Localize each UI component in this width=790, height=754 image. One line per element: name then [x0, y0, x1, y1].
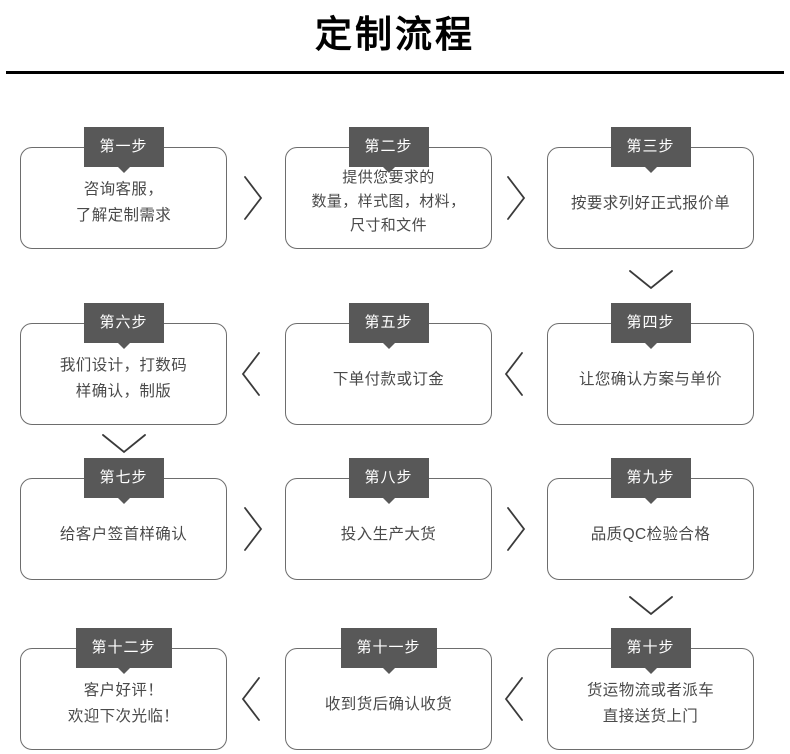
step-text-line: 样确认，制版 — [75, 383, 172, 400]
step-text-line: 了解定制需求 — [75, 207, 172, 224]
step-badge-5: 第五步 — [348, 303, 429, 349]
chevron-left-icon — [235, 347, 269, 401]
step-text-line: 我们设计，打数码 — [59, 357, 188, 374]
chevron-right-icon — [498, 502, 532, 556]
step-text-5: 下单付款或订金 — [286, 324, 491, 424]
step-text-line: 咨询客服， — [83, 181, 164, 198]
step-text-3: 按要求列好正式报价单 — [548, 148, 753, 248]
step-text-2: 提供您要求的 数量，样式图，材料， 尺寸和文件 — [286, 148, 491, 248]
chevron-down-icon — [624, 588, 678, 622]
title-divider — [6, 71, 784, 74]
flow-step-9[interactable]: 第九步 品质QC检验合格 — [547, 458, 754, 580]
step-text-10: 货运物流或者派车 直接送货上门 — [548, 649, 753, 749]
step-text-4: 让您确认方案与单价 — [548, 324, 753, 424]
chevron-left-icon — [235, 672, 269, 726]
step-text-6: 我们设计，打数码 样确认，制版 — [21, 324, 226, 424]
chevron-right-icon — [498, 171, 532, 225]
chevron-down-icon — [97, 426, 151, 460]
flow-step-7[interactable]: 第七步 给客户签首样确认 — [20, 458, 227, 580]
step-text-8: 投入生产大货 — [286, 479, 491, 579]
step-text-1: 咨询客服， 了解定制需求 — [21, 148, 226, 248]
step-badge-10: 第十步 — [610, 628, 691, 674]
step-text-line: 货运物流或者派车 — [586, 682, 715, 699]
step-text-7: 给客户签首样确认 — [21, 479, 226, 579]
chevron-right-icon — [235, 502, 269, 556]
step-text-line: 收到货后确认收货 — [324, 696, 453, 713]
flow-step-11[interactable]: 第十一步 收到货后确认收货 — [285, 628, 492, 750]
step-text-9: 品质QC检验合格 — [548, 479, 753, 579]
flow-step-8[interactable]: 第八步 投入生产大货 — [285, 458, 492, 580]
flow-step-2[interactable]: 第二步 提供您要求的 数量，样式图，材料， 尺寸和文件 — [285, 127, 492, 249]
step-text-line: 客户好评！ — [83, 682, 164, 699]
step-badge-7: 第七步 — [83, 458, 164, 504]
step-text-line: 尺寸和文件 — [349, 217, 427, 234]
page-title: 定制流程 — [315, 14, 475, 55]
step-badge-6: 第六步 — [83, 303, 164, 349]
step-badge-3: 第三步 — [610, 127, 691, 173]
step-text-line: 让您确认方案与单价 — [578, 371, 723, 388]
step-text-line: 数量，样式图，材料， — [311, 193, 466, 210]
step-text-line: 品质QC检验合格 — [590, 526, 711, 543]
step-badge-9: 第九步 — [610, 458, 691, 504]
flow-step-4[interactable]: 第四步 让您确认方案与单价 — [547, 303, 754, 425]
step-badge-1: 第一步 — [83, 127, 164, 173]
step-text-line: 给客户签首样确认 — [59, 526, 188, 543]
chevron-left-icon — [498, 347, 532, 401]
chevron-left-icon — [498, 672, 532, 726]
flow-step-5[interactable]: 第五步 下单付款或订金 — [285, 303, 492, 425]
step-badge-4: 第四步 — [610, 303, 691, 349]
flow-step-3[interactable]: 第三步 按要求列好正式报价单 — [547, 127, 754, 249]
flow-step-6[interactable]: 第六步 我们设计，打数码 样确认，制版 — [20, 303, 227, 425]
step-text-11: 收到货后确认收货 — [286, 649, 491, 749]
step-text-line: 下单付款或订金 — [332, 371, 445, 388]
step-text-line: 欢迎下次光临！ — [67, 708, 180, 725]
flow-step-12[interactable]: 第十二步 客户好评！ 欢迎下次光临！ — [20, 628, 227, 750]
flow-step-10[interactable]: 第十步 货运物流或者派车 直接送货上门 — [547, 628, 754, 750]
step-text-line: 提供您要求的 — [342, 169, 435, 186]
chevron-right-icon — [235, 171, 269, 225]
step-badge-8: 第八步 — [348, 458, 429, 504]
step-text-line: 直接送货上门 — [602, 708, 699, 725]
step-badge-11: 第十一步 — [340, 628, 437, 674]
step-text-12: 客户好评！ 欢迎下次光临！ — [21, 649, 226, 749]
flow-step-1[interactable]: 第一步 咨询客服， 了解定制需求 — [20, 127, 227, 249]
step-badge-2: 第二步 — [348, 127, 429, 173]
step-badge-12: 第十二步 — [75, 628, 172, 674]
chevron-down-icon — [624, 262, 678, 296]
step-text-line: 投入生产大货 — [340, 526, 437, 543]
step-text-line: 按要求列好正式报价单 — [570, 195, 730, 212]
